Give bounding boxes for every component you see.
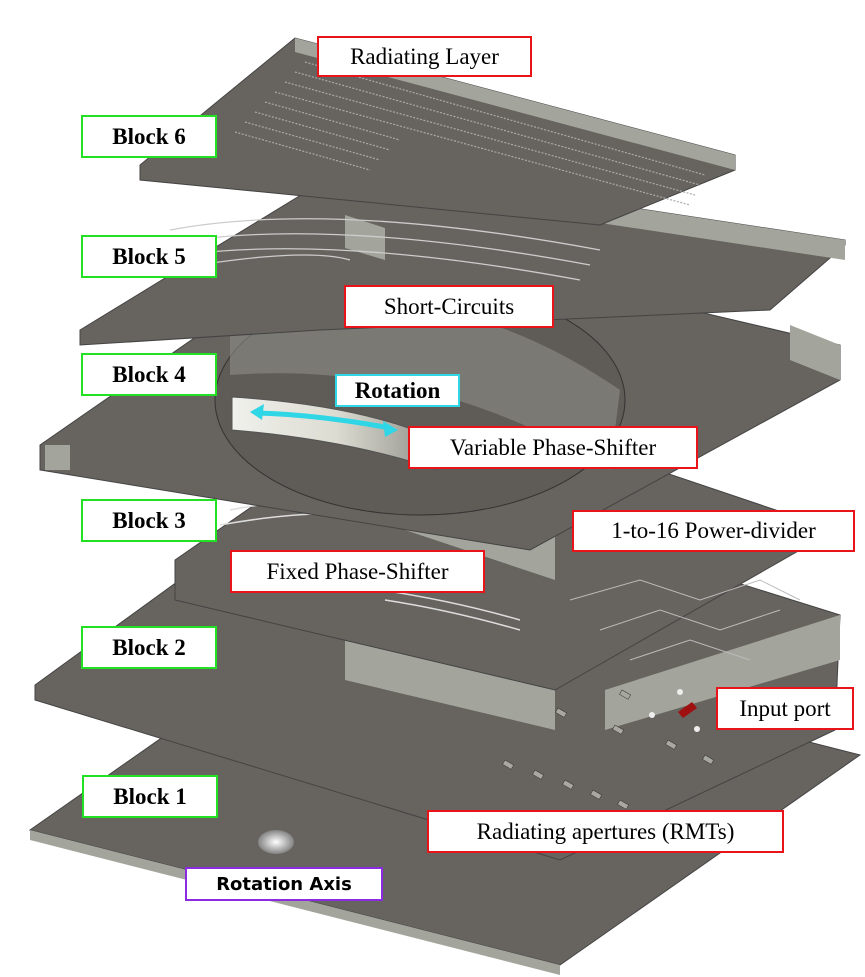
label-fixed-phase-shifter: Fixed Phase-Shifter	[230, 550, 485, 593]
rotation-axis-hole	[258, 830, 294, 854]
label-block-1: Block 1	[82, 775, 218, 818]
label-input-port: Input port	[716, 687, 854, 730]
label-block-2: Block 2	[81, 626, 217, 669]
label-variable-phase-shifter: Variable Phase-Shifter	[408, 426, 698, 469]
label-short-circuits: Short-Circuits	[344, 285, 554, 328]
label-block-5: Block 5	[81, 235, 217, 278]
label-radiating-apertures: Radiating apertures (RMTs)	[427, 810, 784, 853]
label-power-divider: 1-to-16 Power-divider	[572, 510, 855, 552]
label-block-4: Block 4	[81, 353, 217, 396]
label-rotation: Rotation	[335, 374, 460, 407]
radiating-slots	[234, 61, 706, 206]
label-block-6: Block 6	[81, 115, 217, 158]
label-radiating-layer: Radiating Layer	[317, 36, 532, 77]
label-block-3: Block 3	[81, 499, 217, 542]
power-divider-traces	[569, 579, 801, 661]
input-port-marker	[678, 702, 697, 718]
label-rotation-axis: Rotation Axis	[185, 867, 383, 901]
rotation-arrow	[250, 404, 398, 437]
